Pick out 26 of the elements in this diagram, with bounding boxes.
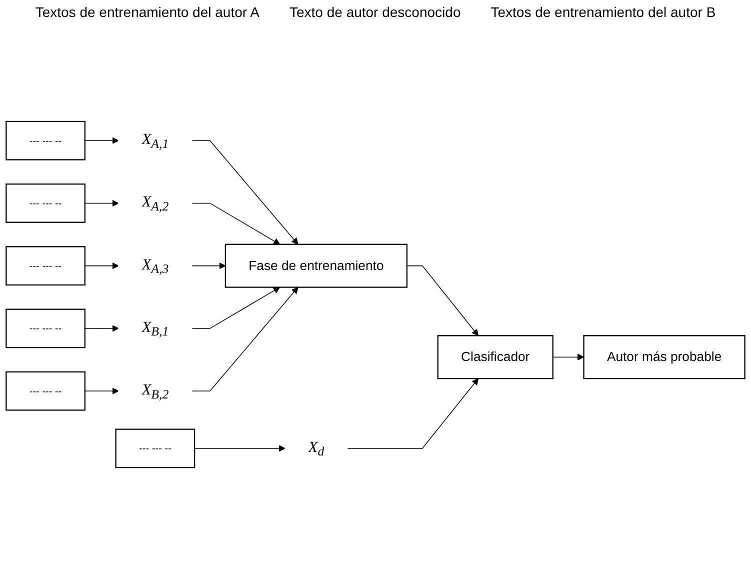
caption-text: Textos de entrenamiento del autor B [490,4,716,20]
arrow [84,137,119,144]
arrow [191,262,226,270]
node-box: --- --- -- [6,308,86,348]
arrow [346,378,479,449]
arrow [84,262,119,270]
arrow [552,354,584,360]
node-box: --- --- -- [6,184,86,223]
arrow [84,388,119,394]
arrow [84,200,119,207]
node-box: --- --- -- [6,371,86,411]
node-box: Fase de entrenamiento [224,244,408,288]
arrow [84,325,119,332]
node-box: Autor más probable [583,335,746,380]
arrow [406,265,479,336]
arrow [191,140,298,245]
caption-text: Textos de entrenamiento del autor A [35,4,260,20]
node-box: --- --- -- [6,120,86,160]
node-box: --- --- -- [115,428,196,468]
arrow [191,286,280,329]
arrow [194,445,286,452]
arrow [191,202,280,245]
arrow [191,286,298,392]
node-box: Clasificador [437,335,554,380]
caption-text: Texto de autor desconocido [290,4,461,20]
node-box: --- --- -- [6,246,86,286]
